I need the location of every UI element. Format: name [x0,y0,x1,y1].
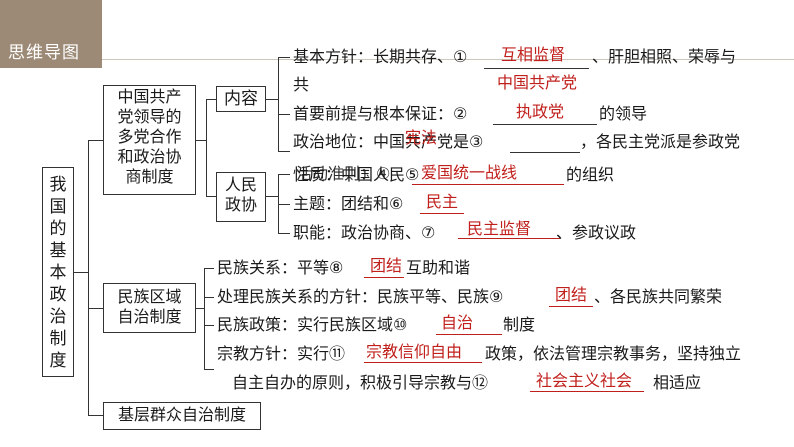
answer-underline [530,391,644,393]
answer-7: 民主监督 [467,221,532,238]
root-node: 我 国 的 基 本 政 治 制 度 [42,167,74,377]
root-char: 治 [49,307,67,326]
item-activity-rule: 活动准则：④ [296,166,391,183]
answer-underline [458,238,560,240]
item-nature-tail: 的组织 [566,167,615,184]
connector [278,57,290,59]
answer-3: 宪法 [405,130,438,147]
branch-grassroots-autonomy: 基层群众自治制度 [103,402,261,430]
answer-9: 团结 [555,287,588,304]
item-function-tail: 、参政议政 [556,225,637,242]
item-religion-tail2: 相适应 [653,375,702,392]
connector [278,204,290,206]
answer-5: 爱国统一战线 [421,165,518,182]
connector [204,369,214,371]
connector [278,57,280,152]
connector [206,196,216,198]
answer-underline [493,124,597,126]
answer-11: 宗教信仰自由 [366,344,463,361]
item-status: 政治地位：中国共产党是③ [293,134,484,151]
header-tab: 思维导图 [0,0,102,68]
sub-content: 内容 [216,86,266,112]
answer-underline [412,184,564,186]
answer-underline [510,152,580,154]
connector [278,174,290,176]
connector [204,297,214,299]
item-religion-tail: 政策，依法管理宗教事务，坚持独立 [485,346,742,363]
page-title: 思维导图 [8,43,80,62]
connector [88,140,90,416]
answer-6: 民主 [426,194,459,211]
branch-line: 商制度 [125,169,174,186]
answer-underline [420,213,464,215]
branch-multiparty-cooperation: 中国共产 党领导的 多党合作 和政治协 商制度 [103,85,196,195]
connector [204,268,214,270]
branch-line: 自治制度 [117,309,182,326]
answer-underline [549,306,593,308]
sub-line: 政协 [224,197,257,214]
root-char: 度 [49,351,67,370]
connector [278,233,290,235]
item-theme: 主题：团结和⑥ [293,196,404,213]
answer-10: 自治 [441,315,474,332]
answer-1: 互相监督 [501,47,566,64]
answer-underline [436,334,502,336]
item-function: 职能：政治协商、⑦ [293,225,436,242]
branch-line: 多党合作 [117,129,182,146]
connector [206,99,216,101]
item-ethnic-policy-tail: 制度 [503,317,536,334]
item-status-tail: ，各民主党派是参政党 [580,134,741,151]
item-basic-policy-wrap: 共 [293,77,310,94]
item-premise-tail: 的领导 [599,106,648,123]
answer-2: 执政党 [516,104,565,121]
connector [204,268,206,370]
answer-underline [484,68,589,70]
root-char: 国 [49,197,67,216]
item-religion: 宗教方针：实行⑪ [217,346,346,363]
answer-underline [364,362,482,364]
connector [74,272,88,274]
answer-underline [364,277,404,279]
item-nature: 性质：中国人民⑤ [293,167,420,184]
branch-line: 民族区域 [117,289,182,306]
root-char: 政 [49,285,67,304]
branch-line: 党领导的 [117,109,182,126]
connector [88,308,103,310]
item-ethnic-policy: 民族政策：实行民族区域⑩ [217,317,408,334]
connector [88,415,103,417]
sub-cppcc: 人民 政协 [216,172,266,222]
item-basic-policy: 基本方针：长期共存、① [293,49,468,66]
answer-8: 团结 [370,258,403,275]
item-religion-wrap: 自主自办的原则，积极引导宗教与⑫ [232,375,489,392]
item-ethnic-relations-tail: 互助和谐 [406,260,471,277]
connector [266,196,278,198]
connector [196,308,204,310]
connector [196,140,206,142]
item-ethnic-relations: 民族关系：平等⑧ [217,260,344,277]
header-divider [102,59,794,60]
item-ethnic-policy-guideline: 处理民族关系的方针：民族平等、民族⑨ [217,289,504,306]
root-char: 制 [49,329,67,348]
branch-regional-autonomy: 民族区域 自治制度 [103,283,196,333]
connector [206,99,208,197]
connector [266,99,278,101]
answer-12: 社会主义社会 [536,373,633,390]
answer-1b: 中国共产党 [497,75,578,92]
branch-line: 和政治协 [117,149,182,166]
root-char: 基 [49,241,67,260]
root-char: 的 [49,219,67,238]
root-char: 我 [49,175,67,194]
connector [88,140,103,142]
connector [204,325,214,327]
root-char: 本 [49,263,67,282]
item-premise: 首要前提与根本保证：② [293,106,468,123]
branch-line: 中国共产 [117,89,182,106]
connector [278,114,290,116]
connector [278,151,290,153]
item-basic-policy-tail: 、肝胆相照、荣辱与 [592,49,737,66]
sub-line: 人民 [224,177,257,194]
item-ethnic-policy-guideline-tail: 、各民族共同繁荣 [594,289,723,306]
